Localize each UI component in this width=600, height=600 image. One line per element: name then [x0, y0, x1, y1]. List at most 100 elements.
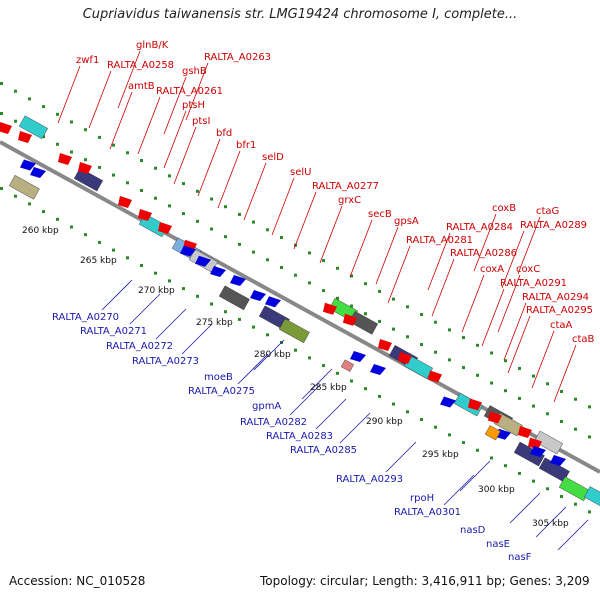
- reverse-gene-label: RALTA_A0285: [290, 445, 357, 456]
- guide-dot: [490, 351, 493, 355]
- guide-dot: [504, 359, 507, 363]
- scale-label: 300 kbp: [478, 485, 515, 495]
- cds-arrow: [158, 222, 172, 234]
- guide-dot: [224, 205, 227, 209]
- leader-line: [129, 293, 161, 325]
- leader-line: [517, 216, 541, 275]
- cds-arrow: [78, 162, 92, 174]
- guide-dot: [14, 194, 17, 198]
- scale-label: 260 kbp: [22, 226, 59, 236]
- guide-dot: [14, 89, 17, 93]
- leader-line: [431, 258, 455, 317]
- label-leaders: [57, 50, 589, 551]
- cds-arrow: [58, 153, 72, 165]
- guide-dot: [154, 196, 157, 200]
- cds-arrow: [20, 159, 36, 171]
- reverse-gene-label: RALTA_A0283: [266, 431, 333, 442]
- feature-block: [8, 174, 40, 200]
- guide-dot: [140, 159, 143, 162]
- feature-block: [533, 430, 564, 455]
- forward-gene-label: gshB: [182, 66, 207, 77]
- reverse-gene-label: nasE: [486, 539, 510, 550]
- feature-block: [340, 359, 355, 372]
- guide-dot: [560, 390, 563, 393]
- guide-dot: [182, 287, 185, 291]
- tick-guides: [0, 82, 591, 514]
- guide-dot: [434, 425, 437, 429]
- leader-line: [557, 519, 589, 551]
- leader-line: [57, 65, 81, 124]
- leader-line: [497, 274, 521, 333]
- guide-dot: [588, 510, 591, 514]
- feature-block: [513, 441, 545, 467]
- guide-dot: [448, 433, 451, 437]
- scale-label: 275 kbp: [196, 318, 233, 328]
- reverse-gene-label: nasF: [508, 552, 532, 563]
- guide-dot: [336, 371, 339, 375]
- forward-gene-label: bfr1: [236, 140, 256, 151]
- leader-line: [101, 279, 133, 311]
- guide-dot: [518, 366, 521, 370]
- guide-dot: [378, 289, 381, 293]
- guide-dot: [98, 135, 101, 139]
- guide-dot: [126, 181, 129, 185]
- cds-arrow: [138, 209, 152, 221]
- feature-block: [583, 486, 600, 511]
- leader-line: [88, 70, 112, 129]
- guide-dot: [70, 150, 73, 154]
- guide-dot: [196, 189, 199, 193]
- reverse-gene-label: nasD: [460, 525, 486, 536]
- forward-gene-label: glnB/K: [136, 40, 169, 51]
- cds-arrow: [440, 396, 456, 408]
- reverse-gene-label: RALTA_A0301: [394, 507, 461, 518]
- guide-dot: [518, 396, 521, 400]
- guide-dot: [476, 343, 479, 347]
- guide-dot: [224, 310, 227, 314]
- leader-line: [481, 288, 505, 347]
- feature-block: [218, 285, 250, 311]
- guide-dot: [420, 343, 423, 346]
- guide-dot: [532, 374, 535, 378]
- cds-arrow: [550, 455, 566, 466]
- guide-dot: [462, 366, 465, 370]
- leader-line: [293, 191, 317, 250]
- cds-arrow: [488, 411, 502, 424]
- guide-dot: [154, 166, 157, 170]
- cds-arrow: [378, 339, 392, 351]
- guide-dot: [210, 227, 213, 231]
- scale-label: 290 kbp: [366, 417, 403, 427]
- forward-gene-label: selD: [262, 152, 284, 163]
- cds-arrow: [428, 370, 442, 383]
- leader-line: [531, 330, 555, 389]
- accession-text: Accession: NC_010528: [9, 574, 146, 588]
- guide-dot: [98, 240, 101, 244]
- leader-line: [349, 219, 373, 278]
- forward-gene-label: RALTA_A0289: [520, 220, 587, 231]
- cds-arrow: [265, 296, 281, 308]
- leader-line: [473, 213, 497, 272]
- leader-line: [237, 353, 269, 385]
- forward-gene-label: RALTA_A0281: [406, 235, 473, 246]
- scale-label: 280 kbp: [254, 350, 291, 360]
- leader-line: [459, 460, 491, 492]
- feature-block: [73, 167, 104, 192]
- forward-gene-label: RALTA_A0277: [312, 181, 379, 192]
- guide-dot: [490, 381, 493, 385]
- guide-dot: [420, 418, 423, 421]
- cds-arrow: [468, 398, 482, 411]
- leader-line: [271, 177, 295, 236]
- reverse-gene-label: moeB: [204, 372, 233, 383]
- cds-arrow: [530, 446, 546, 457]
- guide-dot: [126, 151, 129, 155]
- reverse-gene-label: rpoH: [410, 493, 434, 504]
- guide-dot: [0, 112, 3, 115]
- leader-line: [109, 91, 133, 150]
- guide-dot: [532, 404, 535, 408]
- forward-gene-label: RALTA_A0295: [526, 305, 593, 316]
- forward-gene-label: RALTA_A0261: [156, 86, 223, 97]
- guide-dot: [350, 379, 353, 383]
- leader-line: [243, 162, 267, 221]
- guide-dot: [392, 402, 395, 406]
